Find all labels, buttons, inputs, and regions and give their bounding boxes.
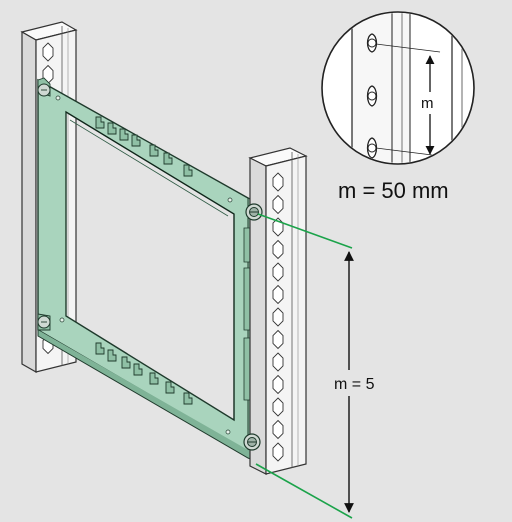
frame-tab [107,349,117,362]
rail-slot [272,329,284,350]
frame-lower-tabs [95,342,193,405]
frame-tab [121,356,131,369]
frame-tab [149,144,159,157]
rail-slot [272,442,284,462]
frame-tab [165,381,175,394]
frame-tab [133,363,143,376]
frame-tab [149,372,159,385]
frame-tab [95,342,105,355]
screw-left-bottom [37,315,51,329]
rail-slot [272,419,284,440]
rail-slot [272,374,284,395]
detail-caption: m = 50 mm [338,178,449,203]
rail-slot [272,172,284,192]
rail-slot [272,239,284,260]
rail-slot [272,352,284,372]
screw-left-top [37,83,51,97]
detail-slot-bottom [366,137,378,159]
frame-upper-tabs [95,116,193,177]
frame-tab [119,128,129,141]
detail-magnifier: m [321,11,475,165]
detail-slot-middle [366,85,378,107]
rail-slot [42,42,54,62]
rail-slot [272,397,284,417]
detail-slot-top [366,33,378,53]
right-mounting-rail [248,147,308,475]
upper-guide-line [257,213,353,249]
detail-dimension-label: m [421,95,434,112]
frame-tab [183,392,193,405]
rail-slot [272,284,284,305]
rail-slot [272,307,284,327]
frame-tab [183,164,193,177]
lower-guide-line [255,463,353,519]
frame-tab [131,134,141,147]
frame-tab [163,152,173,165]
screw-top [245,203,263,221]
right-rail-slots [272,172,284,462]
screw-bottom [243,433,261,451]
rail-slot [272,262,284,282]
frame-tab [107,122,117,135]
frame-tab [95,116,105,129]
main-dimension-label: m = 5 [334,376,375,393]
rail-slot [272,194,284,215]
